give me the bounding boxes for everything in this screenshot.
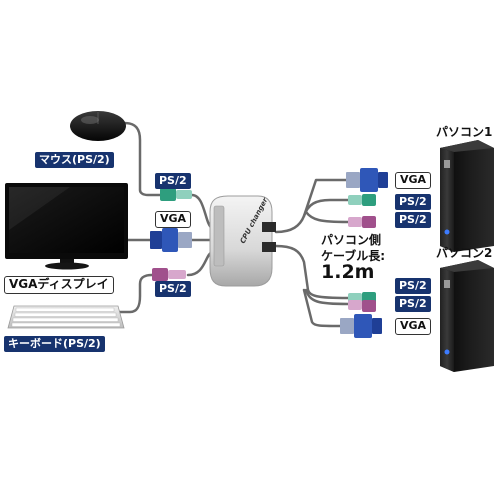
cables [116, 121, 350, 328]
pc1-ps2-b-label: PS/2 [395, 212, 431, 228]
cable-length-value: 1.2m [321, 261, 375, 283]
pc-tower-icon [440, 140, 494, 252]
left-ps2-mouse-label: PS/2 [155, 173, 191, 189]
mouse-icon [70, 111, 126, 141]
pc1-vga-label: VGA [395, 172, 432, 189]
switch-ps2-mouse-link [190, 193, 214, 230]
pc2-vga-label: VGA [395, 318, 432, 335]
pc2-ps2-b-label: PS/2 [395, 296, 431, 312]
kvm-switch-icon: CPU changer [209, 195, 276, 287]
left-vga-label: VGA [155, 211, 192, 228]
ps2-green-connector-icon [160, 188, 192, 201]
cable-length-text: ケーブル長: [321, 249, 386, 263]
pc2-ps2-a-cable [274, 244, 350, 300]
pc-tower-icon [440, 260, 494, 372]
pc1-ps2-b-cable [304, 210, 350, 224]
ps2-purple-connector-icon [152, 268, 186, 281]
cable-side-text: パソコン側 [321, 233, 382, 247]
pc1-connectors [346, 168, 388, 228]
pc1-ps2-a-cable [302, 198, 350, 218]
display-label: VGAディスプレイ [4, 276, 114, 294]
pc1-title: パソコン1 [436, 125, 493, 139]
left-ps2-keyboard-label: PS/2 [155, 281, 191, 297]
pc1-ps2-a-label: PS/2 [395, 194, 431, 210]
keyboard-icon [7, 305, 125, 329]
pc2-vga-cable [302, 288, 342, 328]
keyboard-cable [116, 273, 154, 314]
monitor-icon [5, 183, 128, 270]
vga-connector-icon [150, 228, 192, 252]
switch-ps2-keyboard-link [186, 250, 214, 277]
pc2-ps2-b-cable [304, 288, 350, 306]
mouse-label: マウス(PS/2) [35, 152, 114, 168]
pc2-connectors [340, 292, 382, 338]
pc2-title: パソコン2 [436, 246, 493, 260]
keyboard-label: キーボード(PS/2) [4, 336, 105, 352]
pc2-ps2-a-label: PS/2 [395, 278, 431, 294]
mouse-cable [122, 121, 162, 197]
